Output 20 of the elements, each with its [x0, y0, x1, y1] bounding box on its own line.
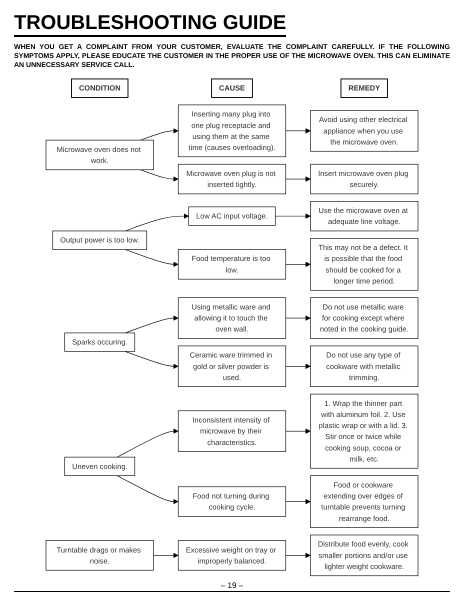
arrow: [140, 170, 178, 182]
arrow: [285, 364, 311, 370]
arrow: [285, 316, 311, 322]
arrow: [153, 552, 178, 558]
page-number: – 19 –: [14, 581, 450, 592]
arrow: [285, 262, 311, 268]
arrow: [124, 214, 189, 232]
arrow: [140, 128, 178, 141]
arrow: [124, 316, 178, 334]
arrow: [285, 552, 311, 558]
arrow: [116, 428, 178, 458]
page-title: TROUBLESHOOTING GUIDE: [14, 12, 286, 37]
arrow: [285, 499, 311, 505]
arrow: [285, 176, 311, 182]
arrow: [116, 476, 178, 505]
arrow: [274, 214, 311, 220]
arrow: [124, 249, 178, 268]
arrow: [285, 428, 311, 434]
arrow: [124, 351, 178, 370]
arrow: [285, 128, 311, 134]
